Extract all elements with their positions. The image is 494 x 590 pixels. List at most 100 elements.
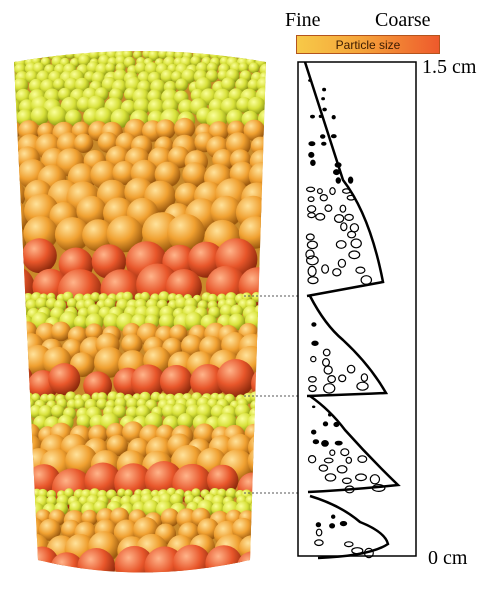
profile-grain <box>357 455 368 464</box>
particle <box>105 62 116 74</box>
profile-grain <box>308 375 317 383</box>
profile-grain <box>344 213 354 221</box>
particle <box>66 298 78 309</box>
particle <box>14 511 21 528</box>
particle <box>14 338 22 360</box>
particle <box>133 51 142 60</box>
profile-grain <box>308 141 316 147</box>
particle <box>258 399 266 413</box>
profile-grain <box>329 187 336 196</box>
particle <box>225 488 237 499</box>
particle <box>178 99 195 116</box>
particle <box>208 121 229 142</box>
particle <box>130 364 166 400</box>
particle <box>148 51 160 62</box>
particle <box>78 54 91 67</box>
profile-grain <box>334 440 343 446</box>
profile-grain <box>306 186 316 193</box>
particle <box>258 298 266 310</box>
particle <box>14 292 25 304</box>
profile-grain <box>360 373 369 383</box>
particle <box>254 520 266 545</box>
particle <box>259 292 266 303</box>
profile-grain <box>347 230 357 239</box>
layer-boundary-3 <box>306 295 389 398</box>
layer-connector-lines <box>244 295 310 494</box>
particle <box>65 109 82 127</box>
particle <box>106 434 128 457</box>
particle <box>210 195 242 228</box>
profile-grain <box>322 348 331 357</box>
particle <box>158 51 168 60</box>
particle <box>14 159 22 188</box>
particle <box>257 315 266 333</box>
particle <box>73 315 89 330</box>
profile-grain <box>322 421 329 427</box>
profile-grains <box>305 79 386 559</box>
profile-grain <box>338 374 347 383</box>
profile-grain <box>333 421 340 428</box>
profile-grain <box>321 440 329 447</box>
profile-grain <box>330 134 337 139</box>
profile-grain <box>345 456 353 464</box>
particle <box>77 548 116 573</box>
particle <box>249 391 262 403</box>
particle <box>96 398 108 410</box>
particle <box>205 69 219 83</box>
profile-grain <box>321 97 326 101</box>
particle <box>126 397 139 410</box>
particle <box>14 314 18 334</box>
particle <box>247 96 266 115</box>
particle <box>103 313 121 331</box>
profile-grain <box>315 212 326 221</box>
particle <box>242 51 252 60</box>
particle <box>190 364 226 400</box>
particle <box>35 297 48 310</box>
profile-grain <box>316 188 323 195</box>
particle <box>106 215 144 253</box>
profile-grain <box>320 134 326 139</box>
particle <box>16 494 28 507</box>
axis-top-label: 1.5 cm <box>422 56 477 78</box>
profile-grain <box>329 449 336 457</box>
profile-grain <box>355 473 368 482</box>
particle <box>258 109 266 129</box>
particle <box>160 508 180 527</box>
particle <box>14 421 21 444</box>
profile-grain <box>307 455 317 464</box>
profile-grain <box>311 429 317 435</box>
grading-profile <box>297 61 417 560</box>
particle <box>73 133 94 153</box>
particle <box>14 304 19 320</box>
profile-grain <box>324 204 333 213</box>
particle <box>160 69 175 84</box>
particle <box>247 445 266 477</box>
profile-grain <box>307 265 317 277</box>
particle <box>158 291 170 303</box>
particle <box>253 510 266 530</box>
particle <box>14 392 23 405</box>
particle <box>260 51 266 59</box>
particle <box>14 147 21 174</box>
profile-grain <box>318 114 323 119</box>
fine-label: Fine <box>285 9 321 31</box>
particle <box>250 500 265 515</box>
particle <box>174 117 196 139</box>
particle <box>14 398 18 411</box>
profile-grain <box>307 212 316 219</box>
particle <box>14 503 29 518</box>
profile-grain <box>329 523 336 529</box>
particle <box>90 292 101 302</box>
particle <box>14 361 33 399</box>
particle <box>122 421 145 444</box>
profile-grain <box>371 484 386 493</box>
particle <box>54 217 90 252</box>
particle <box>117 488 126 498</box>
profile-grain <box>333 214 345 224</box>
particle <box>243 119 265 141</box>
profile-grain <box>341 477 352 485</box>
particle <box>14 304 29 320</box>
particle <box>172 544 212 573</box>
profile-grain <box>323 457 334 464</box>
